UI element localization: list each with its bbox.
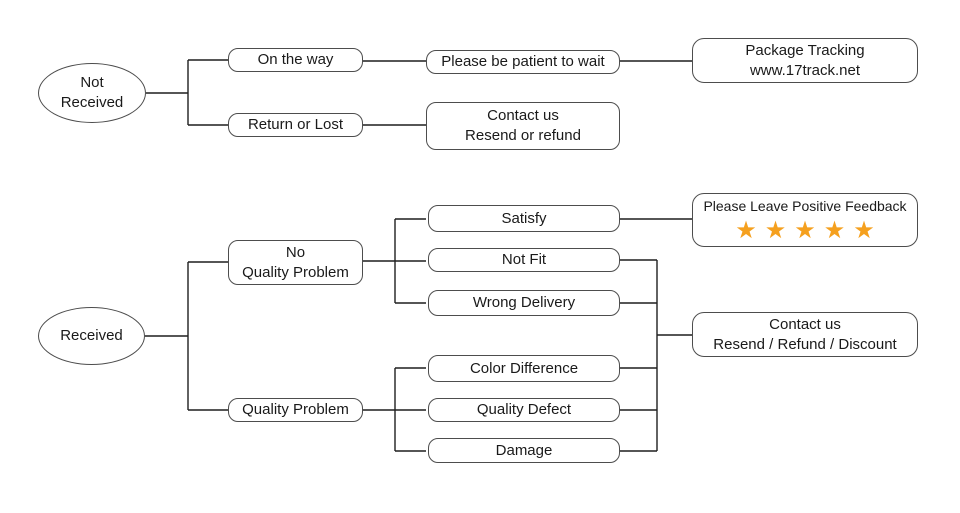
node-label: Please Leave Positive Feedback bbox=[703, 198, 907, 215]
node-not-received: Not Received bbox=[38, 63, 146, 123]
node-label: Please be patient to wait bbox=[441, 53, 605, 71]
node-label: Return or Lost bbox=[247, 116, 344, 134]
node-label: Resend or refund bbox=[465, 127, 581, 144]
node-label: Received bbox=[60, 94, 124, 111]
node-label: Not bbox=[80, 74, 104, 92]
five-star-rating-icon: ★★★★★ bbox=[735, 216, 883, 244]
node-label: Quality Defect bbox=[476, 401, 572, 419]
node-not-fit: Not Fit bbox=[428, 248, 620, 272]
node-damage: Damage bbox=[428, 438, 620, 463]
node-be-patient: Please be patient to wait bbox=[426, 50, 620, 74]
node-label: Wrong Delivery bbox=[472, 294, 576, 312]
node-contact-discount: Contact us Resend / Refund / Discount bbox=[692, 312, 918, 357]
node-label: No bbox=[285, 243, 306, 261]
node-package-tracking: Package Tracking www.17track.net bbox=[692, 38, 918, 83]
node-label: Package Tracking bbox=[745, 41, 865, 59]
node-label: Received bbox=[60, 327, 123, 345]
node-label: On the way bbox=[257, 51, 334, 69]
node-label: Damage bbox=[495, 441, 553, 459]
node-quality-problem: Quality Problem bbox=[228, 398, 363, 422]
node-positive-feedback: Please Leave Positive Feedback ★★★★★ bbox=[692, 193, 918, 247]
node-label: Quality Problem bbox=[242, 401, 349, 419]
node-on-the-way: On the way bbox=[228, 48, 363, 72]
tracking-url: www.17track.net bbox=[749, 61, 861, 79]
node-label: Resend / Refund / Discount bbox=[713, 335, 897, 353]
node-contact-resend-refund: Contact us Resend or refund bbox=[426, 102, 620, 150]
node-label: Color Difference bbox=[469, 359, 579, 377]
node-label: Quality Problem bbox=[242, 263, 349, 281]
node-label: Contact us bbox=[487, 107, 559, 125]
node-label: Satisfy bbox=[501, 209, 547, 227]
node-wrong-delivery: Wrong Delivery bbox=[428, 290, 620, 316]
node-quality-defect: Quality Defect bbox=[428, 398, 620, 422]
node-label: Contact us bbox=[769, 315, 841, 333]
node-color-difference: Color Difference bbox=[428, 355, 620, 382]
node-label: Not Fit bbox=[501, 251, 547, 269]
node-return-or-lost: Return or Lost bbox=[228, 113, 363, 137]
node-satisfy: Satisfy bbox=[428, 205, 620, 232]
node-no-quality-problem: No Quality Problem bbox=[228, 240, 363, 285]
node-received: Received bbox=[38, 307, 145, 365]
